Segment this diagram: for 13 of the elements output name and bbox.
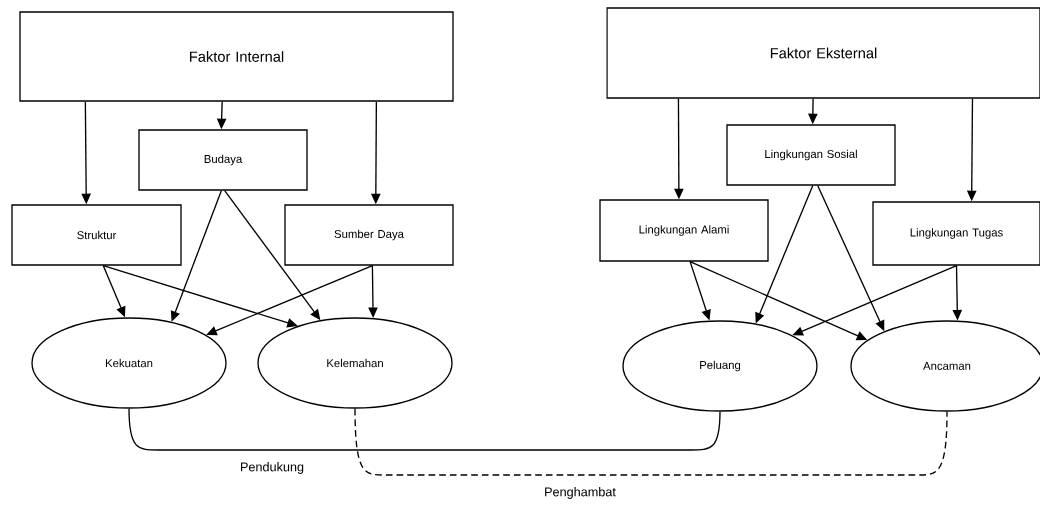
process-box: Lingkungan Sosial (726, 124, 896, 186)
edge-label: Penghambat (545, 487, 616, 499)
process-box: Lingkungan Alami (599, 199, 769, 262)
connector-line (128, 408, 721, 451)
process-box: Faktor Eksternal (606, 7, 1040, 99)
process-box: Struktur (11, 204, 182, 266)
process-box: Faktor Internal (19, 11, 454, 102)
process-box: Lingkungan Tugas (872, 201, 1040, 266)
connector-line (354, 408, 948, 476)
edge-label: Pendukung (241, 462, 304, 474)
arrow (206, 265, 374, 336)
process-box: Sumber Daya (284, 204, 454, 266)
process-box: Budaya (138, 129, 308, 191)
